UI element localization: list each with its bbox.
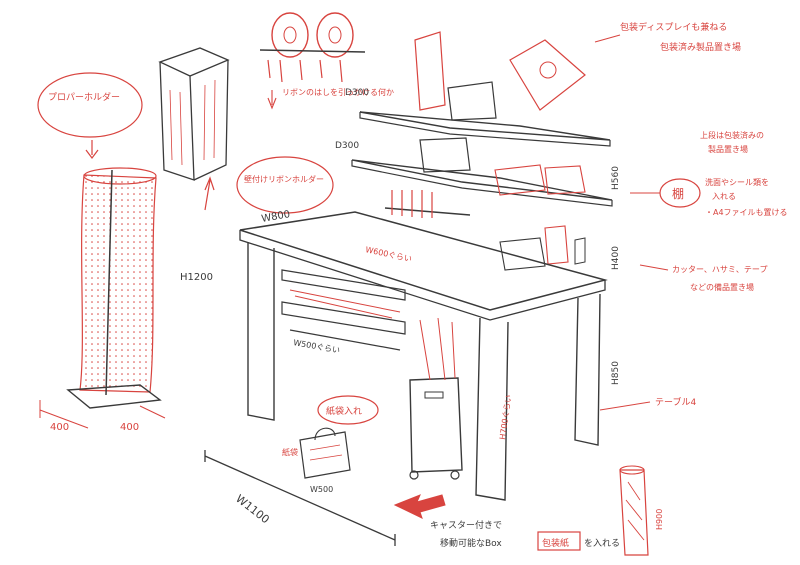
proper-holder-callout: プロパーホルダー xyxy=(37,72,143,159)
shelf-note: 上段は包装済みの 製品置き場 棚 洗面やシール類を 入れる ・A4ファイルも置け… xyxy=(630,130,788,217)
h850-label: H850 xyxy=(611,361,621,385)
caster-label: キャスター付きで xyxy=(430,520,502,531)
display-note: 包装ディスプレイも兼ねる 包装済み製品置き場 xyxy=(594,21,741,53)
tools-note-line-2: などの備品置き場 xyxy=(690,282,754,292)
h900-label: H900 xyxy=(655,509,664,530)
paper-bag-label: 紙袋入れ xyxy=(326,405,362,417)
post-sketch: H1200 xyxy=(158,47,230,283)
w800-label: W800 xyxy=(261,209,291,225)
shelf-note-line-2: 製品置き場 xyxy=(708,144,748,154)
ribbon-rolls-drawing: リボンのはしを引っかける何か xyxy=(259,12,394,110)
h1200-label: H1200 xyxy=(180,272,213,283)
w600-label: W600ぐらい xyxy=(365,245,413,264)
d300-top-label: D300 xyxy=(345,88,369,98)
dim-a-label: 400 xyxy=(50,422,69,433)
shelving-unit: D300 D300 xyxy=(335,31,613,271)
proper-holder-label: プロパーホルダー xyxy=(48,91,120,103)
bag-text: 紙袋 xyxy=(282,447,298,457)
shelf-circle-label: 棚 xyxy=(672,186,684,201)
tools-note-line-1: カッター、ハサミ、テープ xyxy=(672,265,767,274)
table-note: テーブル4 xyxy=(599,396,696,411)
shelf-note-line-3: 洗面やシール類を xyxy=(705,177,769,187)
movable-boxed: 包装紙 xyxy=(542,537,569,549)
w500-label: W500ぐらい xyxy=(293,338,341,355)
wrapping-roll-drawing: H900 xyxy=(619,465,664,556)
ribbon-hook-label: リボンのはしを引っかける何か xyxy=(282,87,394,97)
wall-holder-label: 壁付けリボンホルダー xyxy=(244,174,324,184)
display-note-line-1: 包装ディスプレイも兼ねる xyxy=(620,21,727,33)
movable-suffix: を入れる xyxy=(584,538,620,549)
display-note-line-2: 包装済み製品置き場 xyxy=(660,41,741,53)
w500-bag-label: W500 xyxy=(310,485,333,494)
d300-mid-label: D300 xyxy=(335,141,359,151)
h400-label: H400 xyxy=(611,246,621,270)
tools-note: カッター、ハサミ、テープ などの備品置き場 xyxy=(639,264,767,292)
movable-prefix: 移動可能なBox xyxy=(440,537,502,549)
paper-bag-drawing: 紙袋入れ 紙袋 W500 xyxy=(282,395,379,494)
shelf-note-line-1: 上段は包装済みの xyxy=(700,130,764,140)
shelf-note-line-5: ・A4ファイルも置ける xyxy=(705,208,788,217)
table-drawing: W800 W600ぐらい W500ぐらい H700ぐらい H850 H400 H… xyxy=(204,166,621,546)
h700-label: H700ぐらい xyxy=(498,394,513,440)
table-note-label: テーブル4 xyxy=(655,396,696,408)
w1100-label: W1100 xyxy=(233,492,272,526)
wall-holder-callout: 壁付けリボンホルダー xyxy=(236,156,334,214)
proper-holder-drawing: 400 400 xyxy=(39,167,166,433)
movable-box-frame xyxy=(537,531,581,551)
h560-label: H560 xyxy=(611,166,621,190)
shelf-note-line-4: 入れる xyxy=(712,192,736,201)
dim-b-label: 400 xyxy=(120,422,139,433)
caster-note: キャスター付きで 移動可能なBox 包装紙 を入れる xyxy=(430,520,620,551)
